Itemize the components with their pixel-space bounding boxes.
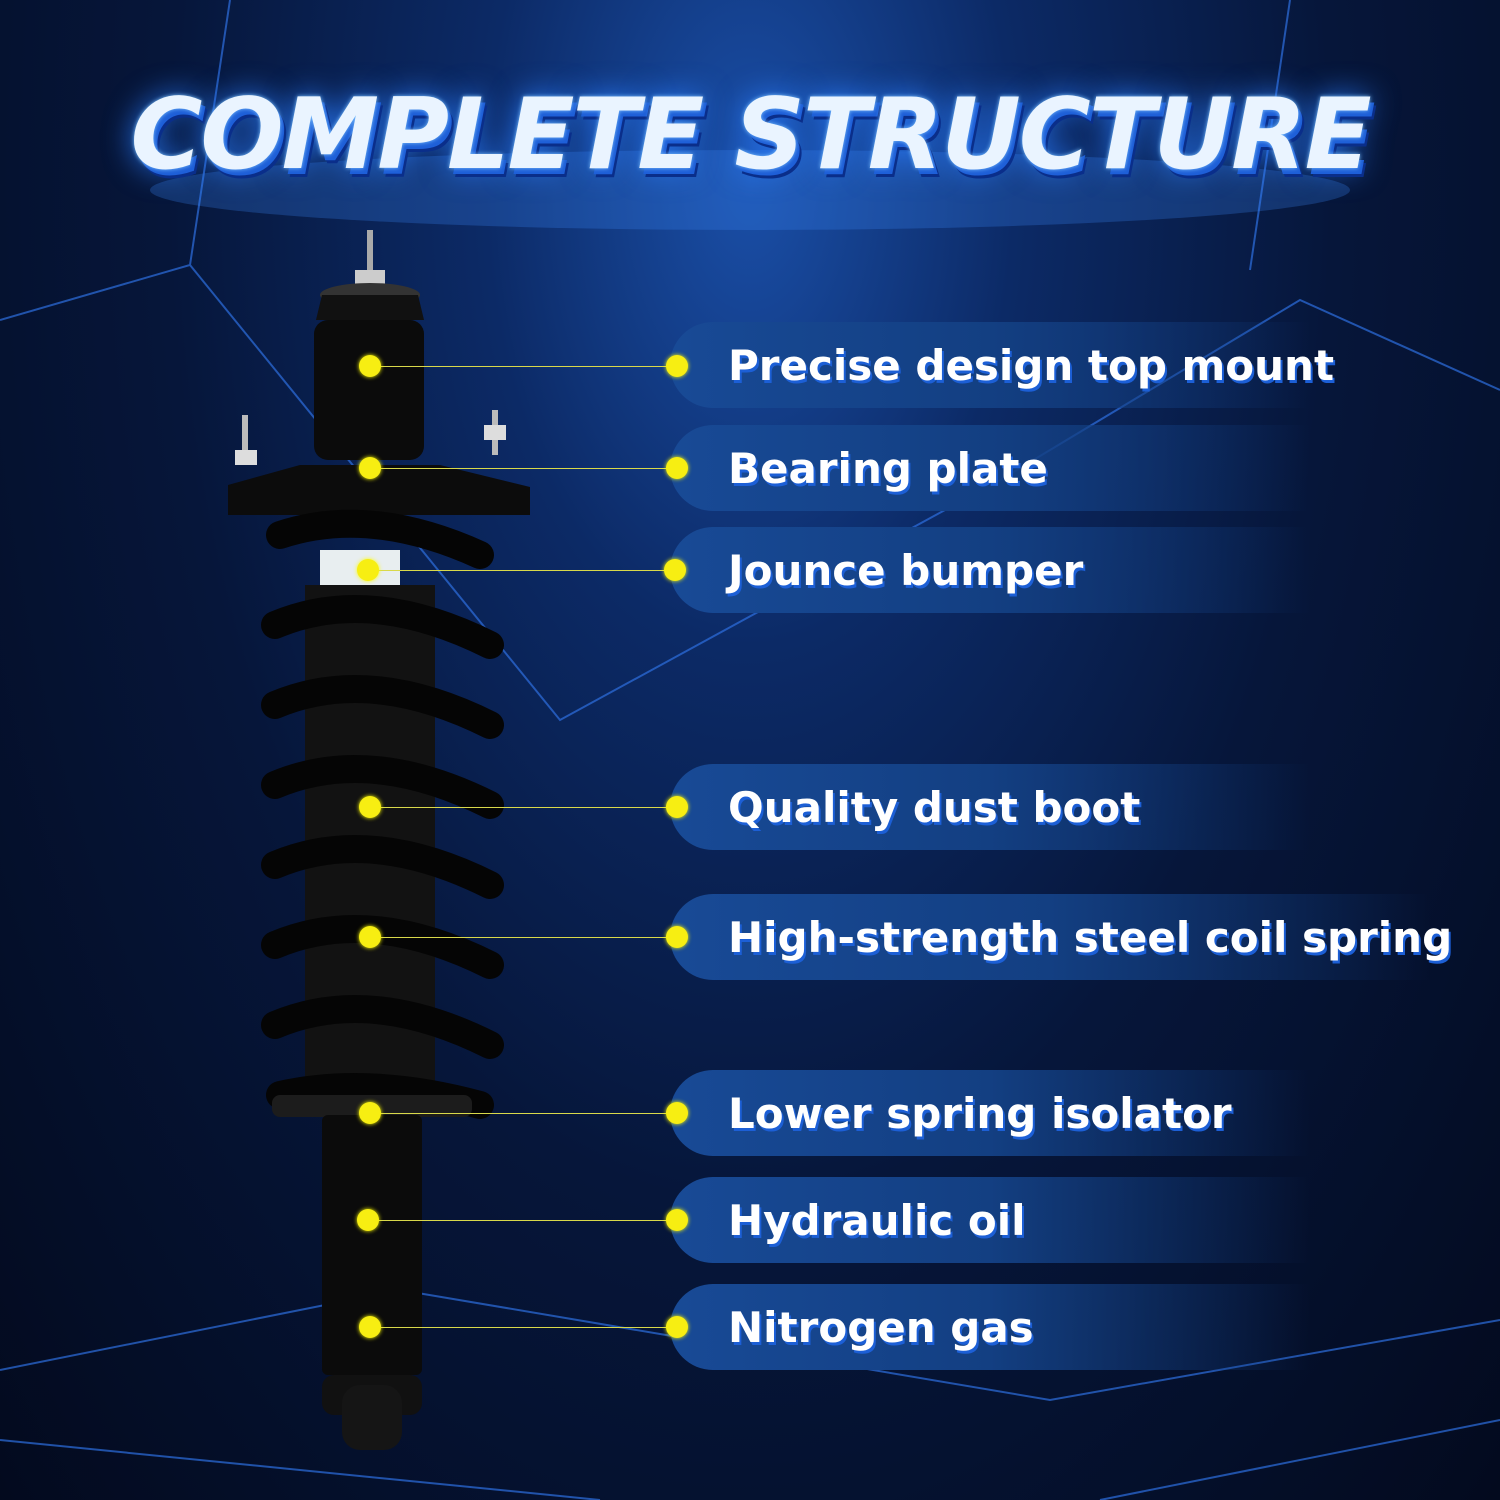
leader-line — [370, 1113, 677, 1114]
marker-dot-icon — [359, 355, 381, 377]
label-jounce-bumper: Jounce bumper — [670, 527, 1310, 613]
label-dust-boot: Quality dust boot — [670, 764, 1310, 850]
leader-line — [370, 468, 677, 469]
marker-dot-icon — [359, 1102, 381, 1124]
leader-line — [370, 570, 677, 571]
label-hydraulic-oil: Hydraulic oil — [670, 1177, 1310, 1263]
marker-dot-icon — [359, 457, 381, 479]
marker-dot-icon — [357, 1209, 379, 1231]
marker-dot-icon — [664, 559, 686, 581]
page-title: COMPLETE STRUCTURE — [130, 78, 1371, 192]
marker-dot-icon — [666, 457, 688, 479]
marker-dot-icon — [359, 1316, 381, 1338]
leader-line — [370, 1220, 677, 1221]
marker-dot-icon — [666, 796, 688, 818]
marker-dot-icon — [666, 1102, 688, 1124]
marker-dot-icon — [666, 1209, 688, 1231]
marker-dot-icon — [357, 559, 379, 581]
label-coil-spring: High-strength steel coil spring — [670, 894, 1452, 980]
leader-line — [370, 1327, 677, 1328]
leader-line — [370, 366, 677, 367]
marker-dot-icon — [666, 1316, 688, 1338]
marker-dot-icon — [359, 926, 381, 948]
label-nitrogen-gas: Nitrogen gas — [670, 1284, 1310, 1370]
marker-dot-icon — [666, 355, 688, 377]
label-lower-spring-isolator: Lower spring isolator — [670, 1070, 1310, 1156]
marker-dot-icon — [359, 796, 381, 818]
label-bearing-plate: Bearing plate — [670, 425, 1310, 511]
marker-dot-icon — [666, 926, 688, 948]
leader-line — [370, 807, 677, 808]
leader-line — [370, 937, 677, 938]
label-top-mount: Precise design top mount — [670, 322, 1334, 408]
shock-strut-image — [228, 230, 530, 1450]
